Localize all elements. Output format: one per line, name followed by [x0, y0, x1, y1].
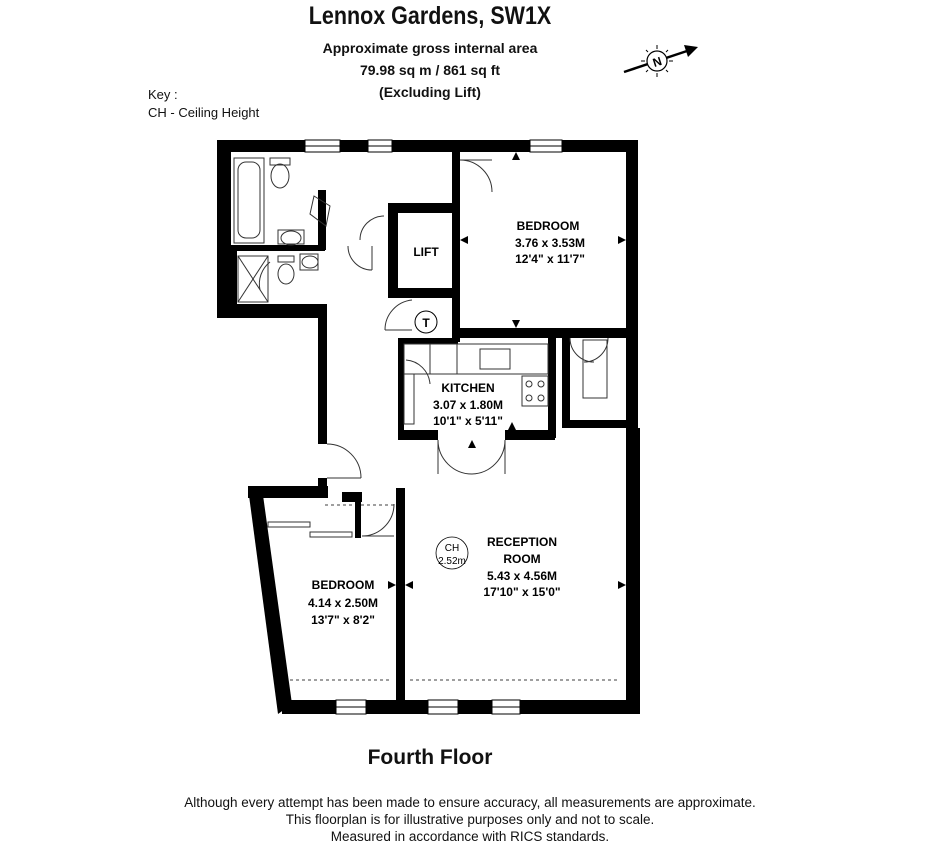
north-arrow-icon: N [623, 45, 698, 77]
area-note: (Excluding Lift) [379, 84, 481, 100]
key-ceiling-height: CH - Ceiling Height [148, 105, 260, 120]
svg-text:BEDROOM: BEDROOM [517, 219, 580, 233]
slanted-wall [248, 488, 292, 714]
svg-text:ROOM: ROOM [503, 552, 540, 566]
room-bedroom-1: BEDROOM 3.76 x 3.53M 12'4" x 11'7" [515, 219, 585, 266]
svg-text:12'4" x 11'7": 12'4" x 11'7" [515, 252, 585, 266]
room-reception: RECEPTION ROOM 5.43 x 4.56M 17'10" x 15'… [483, 535, 560, 599]
windows [304, 139, 563, 715]
outer-walls [217, 140, 640, 714]
ch-value: 2.52m [438, 556, 466, 567]
room-lift: LIFT [413, 245, 439, 259]
svg-text:13'7" x 8'2": 13'7" x 8'2" [311, 613, 375, 627]
area-label: Approximate gross internal area [322, 40, 538, 56]
disclaimer-line-2: This floorplan is for illustrative purpo… [285, 812, 655, 827]
kitchen-fixtures [267, 343, 549, 538]
ch-label: CH [445, 543, 459, 554]
svg-text:5.43 x 4.56M: 5.43 x 4.56M [487, 569, 557, 583]
bathroom-fixtures [233, 157, 331, 303]
disclaimer-line-3: Measured in accordance with RICS standar… [330, 829, 610, 844]
doors [258, 159, 609, 537]
internal-walls [231, 152, 626, 702]
svg-text:3.76 x 3.53M: 3.76 x 3.53M [515, 236, 585, 250]
svg-text:3.07 x 1.80M: 3.07 x 1.80M [433, 398, 503, 412]
svg-text:17'10" x 15'0": 17'10" x 15'0" [483, 585, 560, 599]
tank-letter: T [422, 316, 430, 330]
room-kitchen: KITCHEN 3.07 x 1.80M 10'1" x 5'11" [433, 381, 503, 428]
svg-text:RECEPTION: RECEPTION [487, 535, 557, 549]
tank-marker: T [414, 310, 438, 334]
area-value: 79.98 sq m / 861 sq ft [359, 62, 501, 78]
dimension-arrows [388, 152, 626, 589]
svg-text:BEDROOM: BEDROOM [312, 578, 375, 592]
key-label: Key : [148, 87, 178, 102]
svg-text:KITCHEN: KITCHEN [441, 381, 494, 395]
compass-letter: N [651, 54, 664, 70]
floor-label: Fourth Floor [367, 746, 493, 769]
ceiling-height-marker: CH 2.52m [435, 536, 469, 570]
room-bedroom-2: BEDROOM 4.14 x 2.50M 13'7" x 8'2" [308, 578, 378, 627]
svg-text:4.14 x 2.50M: 4.14 x 2.50M [308, 596, 378, 610]
disclaimer-line-1: Although every attempt has been made to … [184, 795, 756, 810]
plan-title: Lennox Gardens, SW1X [308, 2, 552, 30]
svg-text:10'1" x 5'11": 10'1" x 5'11" [433, 414, 503, 428]
